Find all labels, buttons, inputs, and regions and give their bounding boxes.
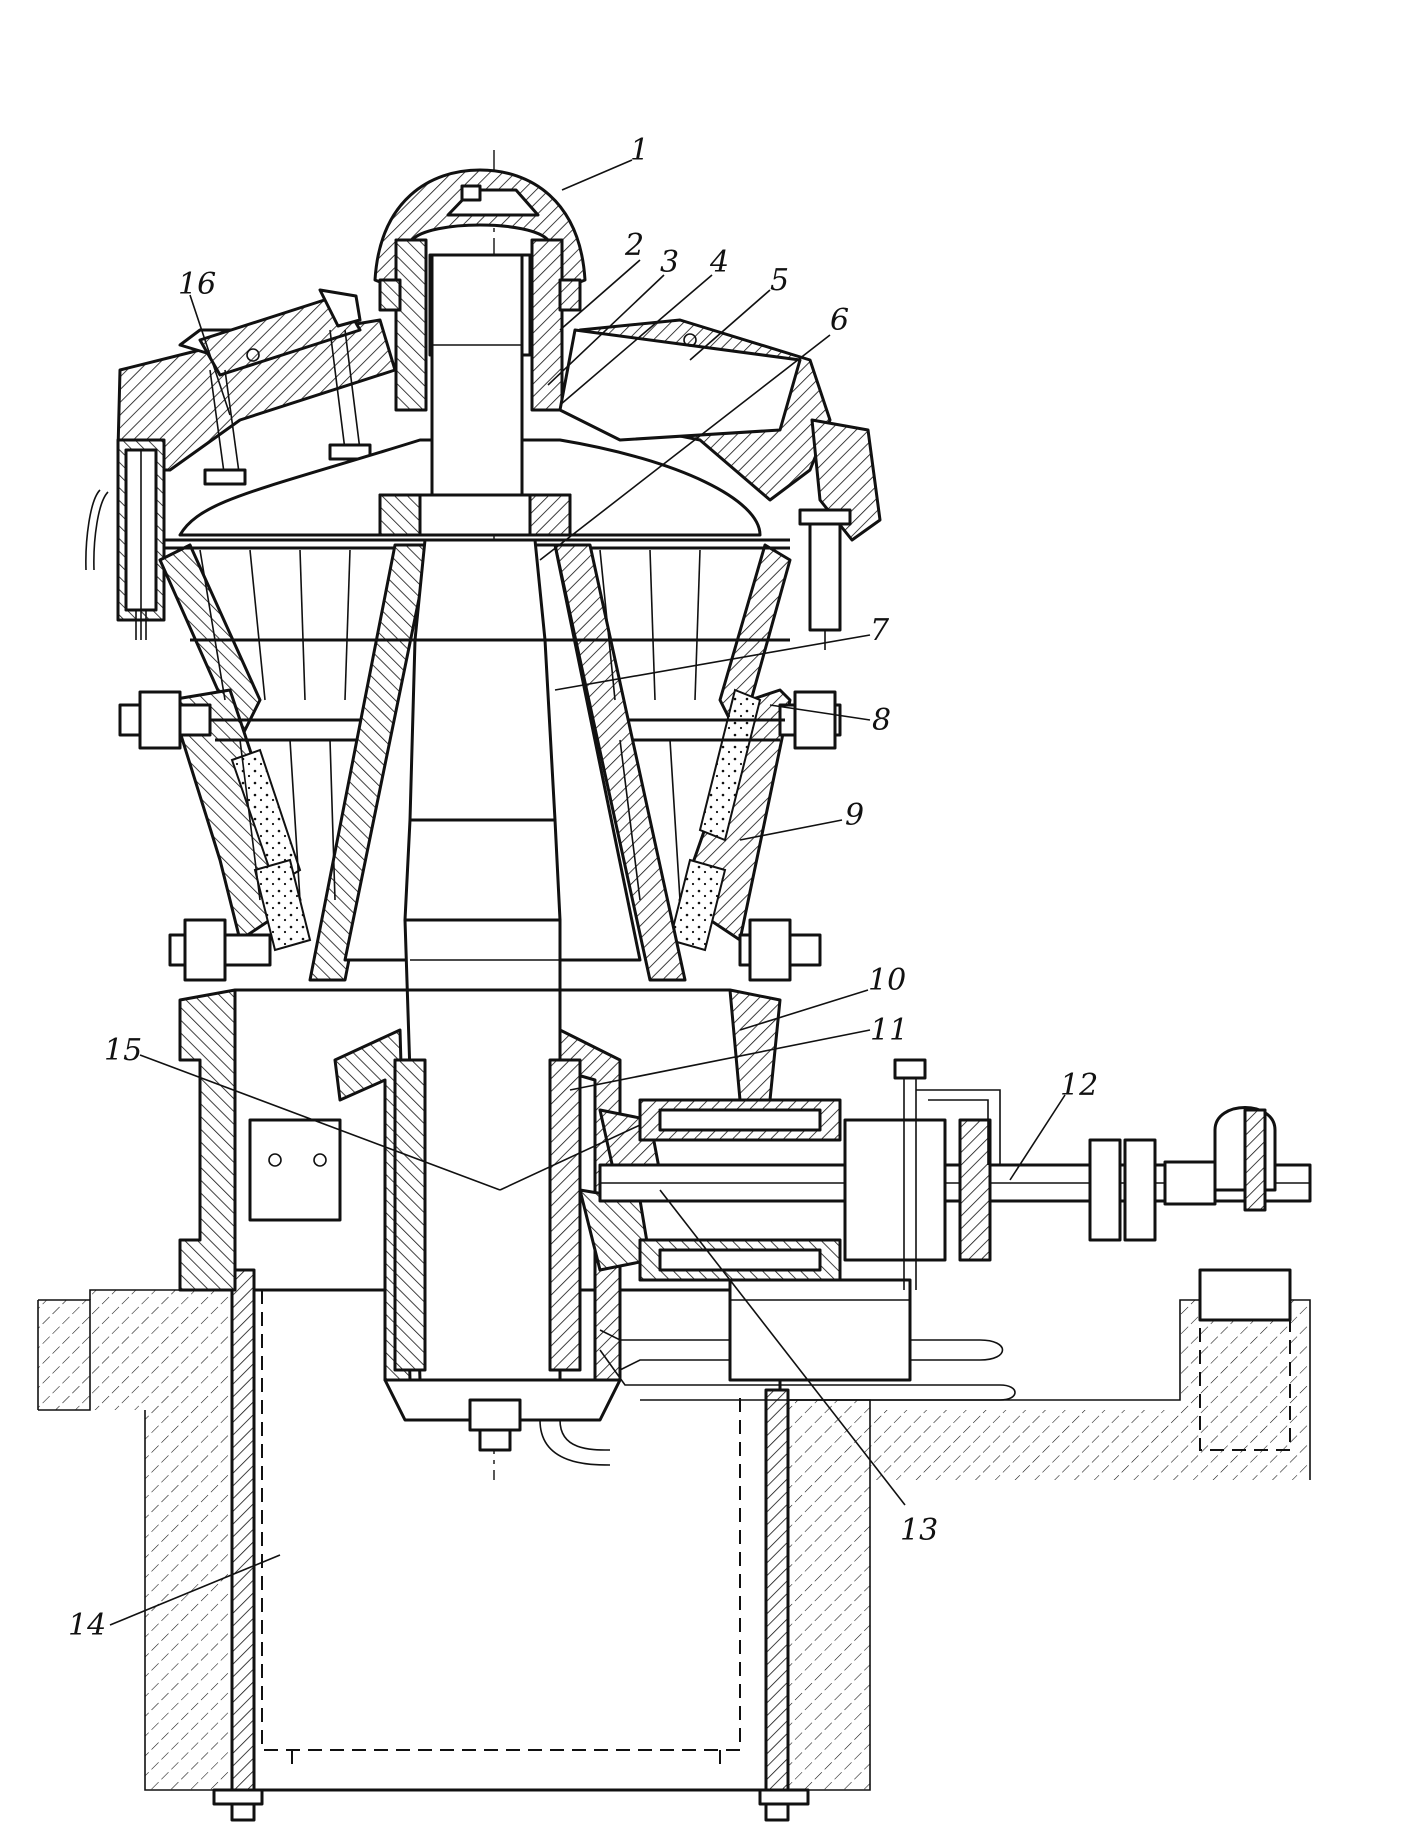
- spider-arms: [116, 288, 882, 542]
- pit-liner-right: [764, 1388, 790, 1792]
- foundation: [37, 1268, 1311, 1822]
- leader-9: [739, 819, 843, 841]
- callout-12: 12: [1060, 1068, 1098, 1103]
- callout-16: 16: [178, 267, 216, 302]
- leader-14: [109, 1554, 281, 1626]
- leader-11: [569, 1029, 871, 1091]
- callout-7: 7: [870, 613, 890, 648]
- leader-1: [561, 159, 633, 191]
- leader-7: [554, 634, 871, 691]
- callout-3: 3: [660, 245, 679, 280]
- leader-2: [559, 259, 641, 331]
- base-frame: [178, 988, 1016, 1466]
- main-shaft: [378, 253, 572, 1382]
- callout-4: 4: [709, 245, 729, 280]
- leader-15: [139, 1054, 501, 1191]
- leader-12: [1009, 1094, 1066, 1181]
- callout-5: 5: [770, 263, 789, 298]
- leader-6: [539, 334, 831, 561]
- leader-10: [739, 989, 869, 1031]
- callout-9: 9: [845, 798, 864, 833]
- pit-liner-left: [230, 1268, 256, 1792]
- leader-lines: [109, 159, 1066, 1626]
- callout-10: 10: [868, 963, 906, 998]
- callout-13: 13: [900, 1513, 938, 1548]
- callout-6: 6: [830, 303, 849, 338]
- leader-15b: [499, 1124, 641, 1191]
- countershaft: [598, 1058, 1312, 1451]
- leader-13: [659, 1189, 906, 1506]
- callout-2: 2: [624, 228, 644, 263]
- leader-4: [559, 274, 713, 406]
- callout-15: 15: [104, 1033, 142, 1068]
- callout-1: 1: [630, 133, 649, 168]
- leader-3: [547, 274, 665, 386]
- callout-8: 8: [872, 703, 891, 738]
- callout-11: 11: [870, 1013, 908, 1048]
- callouts: 1 2 3 4 5 6 7 8 9 10 11 12 13 14 15 16: [68, 133, 1098, 1643]
- callout-14: 14: [68, 1608, 106, 1643]
- leader-8: [769, 704, 871, 721]
- leader-5: [689, 289, 771, 361]
- leader-16: [189, 294, 231, 416]
- middle-shell: [118, 688, 842, 982]
